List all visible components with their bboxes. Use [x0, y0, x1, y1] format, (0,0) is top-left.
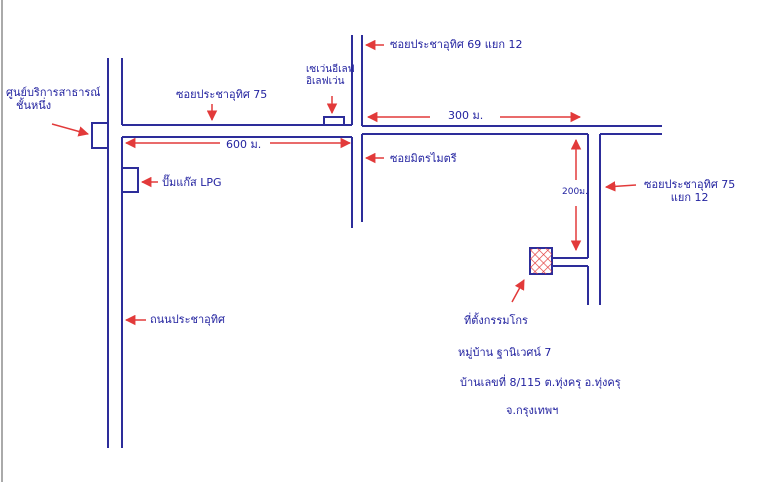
main-road-label: ถนนประชาอุทิศ — [150, 313, 225, 326]
distance-600m-label: 600 ม. — [226, 138, 262, 151]
arrow-destination — [511, 279, 525, 303]
seven-eleven-label: เซเว่นอีเลฟ อิเลฟเว่น — [306, 64, 355, 88]
destination-marker — [529, 247, 553, 275]
soi-75-12-line-2: แยก 12 — [670, 191, 709, 204]
distance-300m-label: 300 ม. — [448, 109, 484, 122]
arrow-community-hall — [51, 123, 90, 137]
soi-75-label: ซอยประชาอุทิศ 75 — [176, 88, 268, 101]
soi-69-12-road — [351, 35, 363, 228]
arrow-soi-75-12 — [604, 181, 637, 192]
community-hall-label: ศูนย์บริการสาธารณ์ ชั้นหนึ่ง — [6, 86, 100, 112]
village-label: หมู่บ้าน ฐานิเวศน์ 7 — [458, 346, 552, 359]
soi-75-12-road — [552, 134, 601, 305]
seven-eleven-box — [323, 116, 345, 126]
community-hall-line-2: ชั้นหนึ่ง — [16, 99, 52, 112]
annotation-arrows — [51, 39, 637, 326]
community-hall-line-1: ศูนย์บริการสาธารณ์ — [6, 86, 101, 99]
main-road — [107, 58, 123, 448]
soi-75-road — [122, 124, 662, 138]
seven-eleven-line-1: เซเว่นอีเลฟ — [306, 64, 355, 75]
lpg-box — [122, 167, 139, 193]
soi-75-12-line-1: ซอยประชาอุทิศ 75 — [644, 178, 736, 191]
province-label: จ.กรุงเทพฯ — [506, 404, 559, 417]
office-label: ที่ตั้งกรรมโกร — [464, 314, 528, 327]
lpg-label: ปั๊มแก๊ส LPG — [162, 176, 222, 189]
soi-mitr-label: ซอยมิตรไมตรี — [390, 152, 457, 165]
community-hall-box — [91, 122, 108, 149]
distance-200m-label: 200ม. — [562, 187, 588, 197]
seven-eleven-line-2: อิเลฟเว่น — [306, 76, 345, 87]
address-label: บ้านเลขที่ 8/115 ต.ทุ่งครุ อ.ทุ่งครุ — [460, 376, 621, 389]
soi-69-12-label: ซอยประชาอุทิศ 69 แยก 12 — [390, 38, 523, 51]
soi-75-12-label: ซอยประชาอุทิศ 75 แยก 12 — [644, 178, 735, 204]
